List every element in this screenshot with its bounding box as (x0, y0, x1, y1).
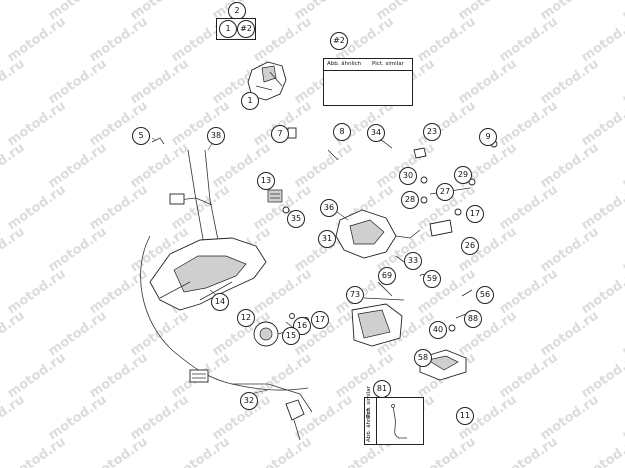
part-56-screw[interactable] (461, 289, 473, 297)
callout-81[interactable]: 81 (373, 380, 391, 398)
note-similar-en: Pict. similar (372, 61, 404, 67)
callout-88[interactable]: 88 (464, 310, 482, 328)
part-28-nut[interactable] (420, 196, 428, 204)
callout-15[interactable]: 15 (282, 327, 300, 345)
callout-38[interactable]: 38 (207, 127, 225, 145)
part-73-starter-motor[interactable] (351, 297, 405, 347)
callout-33[interactable]: 33 (404, 252, 422, 270)
callout-28[interactable]: 28 (401, 191, 419, 209)
callout-26[interactable]: 26 (461, 237, 479, 255)
callout-36[interactable]: 36 (320, 199, 338, 217)
kit-contents-box: 1 #2 (216, 18, 256, 40)
callout-56[interactable]: 56 (476, 286, 494, 304)
part-17-cap-right[interactable] (454, 208, 462, 216)
part-32-fuse[interactable] (285, 399, 305, 441)
callout-58[interactable]: 58 (414, 349, 432, 367)
callout-14[interactable]: 14 (211, 293, 229, 311)
callout-34[interactable]: 34 (367, 124, 385, 142)
callout-detail-2[interactable]: #2 (330, 32, 348, 50)
part-8-screw[interactable] (327, 149, 339, 161)
callout-7[interactable]: 7 (271, 125, 289, 143)
part-29-nut[interactable] (468, 178, 476, 186)
callout-30[interactable]: 30 (399, 167, 417, 185)
part-40-spacer[interactable] (448, 324, 456, 332)
part-7-bracket[interactable] (287, 127, 297, 139)
callout-12[interactable]: 12 (237, 309, 255, 327)
callout-8[interactable]: 8 (333, 123, 351, 141)
callout-35[interactable]: 35 (287, 210, 305, 228)
detail-81-box: Abb. ähnlich Pict. similar (364, 386, 424, 445)
callout-40[interactable]: 40 (429, 321, 447, 339)
callout-31[interactable]: 31 (318, 230, 336, 248)
part-30-washer[interactable] (420, 176, 428, 184)
callout-17-right[interactable]: 17 (466, 205, 484, 223)
callout-29[interactable]: 29 (454, 166, 472, 184)
callout-1[interactable]: 1 (241, 92, 259, 110)
kit-item-1[interactable]: 1 (219, 20, 237, 38)
callout-5[interactable]: 5 (132, 127, 150, 145)
part-31-regulator[interactable] (335, 209, 421, 259)
part-13-relay[interactable] (267, 189, 283, 203)
callout-73[interactable]: 73 (346, 286, 364, 304)
part-35-cap[interactable] (282, 206, 290, 214)
part-1-holder[interactable] (247, 61, 287, 101)
callout-32[interactable]: 32 (240, 392, 258, 410)
part-23-bracket[interactable] (413, 147, 427, 159)
callout-23[interactable]: 23 (423, 123, 441, 141)
kit-item-2[interactable]: #2 (237, 20, 255, 38)
callout-59[interactable]: 59 (423, 270, 441, 288)
part-14-battery-tray[interactable] (149, 237, 267, 311)
part-26-bracket[interactable] (429, 219, 453, 237)
callout-9[interactable]: 9 (479, 128, 497, 146)
part-33-cable[interactable] (395, 255, 405, 263)
note-divider-81 (376, 398, 377, 444)
detail-81-wire (391, 404, 407, 439)
callout-27[interactable]: 27 (436, 183, 454, 201)
part-5-clip[interactable] (151, 137, 165, 145)
note-divider (324, 70, 412, 71)
callout-69[interactable]: 69 (378, 267, 396, 285)
callout-11[interactable]: 11 (456, 407, 474, 425)
part-32-connector[interactable] (189, 369, 209, 383)
callout-17-left[interactable]: 17 (311, 311, 329, 329)
part-16-nut[interactable] (289, 313, 295, 319)
note-similar-de: Abb. ähnlich (327, 61, 362, 67)
main-wiring-harness[interactable] (140, 149, 313, 413)
part-69-bolt[interactable] (377, 281, 393, 297)
callout-13[interactable]: 13 (257, 172, 275, 190)
detail-2-box: Abb. ähnlich Pict. similar (323, 58, 413, 106)
